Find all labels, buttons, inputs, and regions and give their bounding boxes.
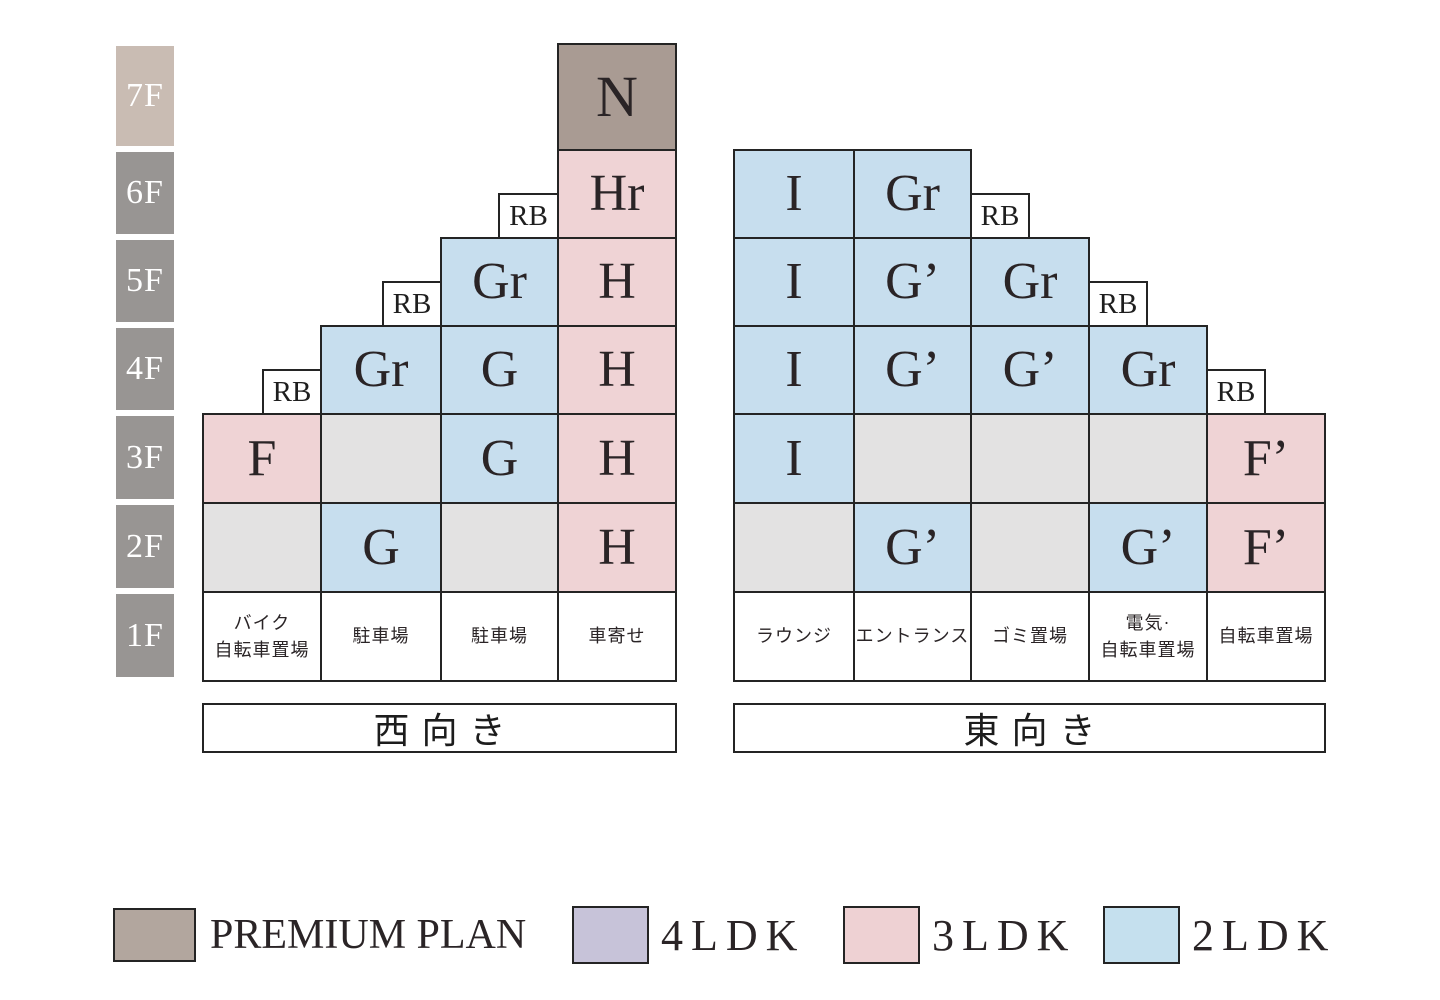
facility-cell-electric-bicycle-parking: 電気· 自転車置場: [1088, 591, 1208, 682]
legend-label-2ldk: 2LDK: [1192, 910, 1337, 960]
legend-label-premium-plan: PREMIUM PLAN: [210, 912, 527, 958]
common-empty-cell: [202, 502, 322, 593]
unit-cell-h-2f[interactable]: H: [557, 502, 677, 593]
facility-cell-car-parking: 駐車場: [440, 591, 559, 682]
direction-label-west: 西向き: [202, 703, 677, 753]
roof-balcony-box: RB: [1088, 281, 1148, 327]
unit-cell-fprime-3f[interactable]: F’: [1206, 413, 1326, 504]
floor-label-4f: 4F: [116, 328, 174, 410]
facility-cell-lounge: ラウンジ: [733, 591, 855, 682]
unit-cell-g-2f[interactable]: G: [320, 502, 442, 593]
legend-swatch-4ldk: [572, 906, 649, 964]
floor-label-7f: 7F: [116, 46, 174, 146]
floor-label-2f: 2F: [116, 505, 174, 588]
legend-swatch-3ldk: [843, 906, 920, 964]
floor-label-5f: 5F: [116, 240, 174, 322]
unit-cell-i-3f[interactable]: I: [733, 413, 855, 504]
unit-cell-gprime-5f[interactable]: G’: [853, 237, 972, 327]
unit-cell-gr-5f[interactable]: Gr: [440, 237, 559, 327]
unit-cell-i-6f[interactable]: I: [733, 149, 855, 239]
facility-cell-bicycle-parking: 自転車置場: [1206, 591, 1326, 682]
roof-balcony-box: RB: [1206, 369, 1266, 415]
unit-cell-n-7f[interactable]: N: [557, 43, 677, 151]
unit-cell-h-3f[interactable]: H: [557, 413, 677, 504]
unit-cell-gprime-4f[interactable]: G’: [853, 325, 972, 415]
unit-cell-gr-5f[interactable]: Gr: [970, 237, 1090, 327]
facility-cell-car-parking: 駐車場: [320, 591, 442, 682]
unit-cell-gr-6f[interactable]: Gr: [853, 149, 972, 239]
roof-balcony-box: RB: [382, 281, 442, 327]
floor-label-1f: 1F: [116, 594, 174, 677]
direction-label-east: 東向き: [733, 703, 1326, 753]
floor-label-3f: 3F: [116, 416, 174, 499]
common-empty-cell: [1088, 413, 1208, 504]
facility-cell-entrance: エントランス: [853, 591, 972, 682]
unit-cell-i-5f[interactable]: I: [733, 237, 855, 327]
unit-cell-gprime-2f[interactable]: G’: [1088, 502, 1208, 593]
unit-cell-gr-4f[interactable]: Gr: [320, 325, 442, 415]
facility-cell-drive-up-area: 車寄せ: [557, 591, 677, 682]
common-empty-cell: [970, 502, 1090, 593]
unit-cell-f-3f[interactable]: F: [202, 413, 322, 504]
unit-cell-gr-4f[interactable]: Gr: [1088, 325, 1208, 415]
unit-cell-g-3f[interactable]: G: [440, 413, 559, 504]
common-empty-cell: [320, 413, 442, 504]
roof-balcony-box: RB: [970, 193, 1030, 239]
unit-cell-i-4f[interactable]: I: [733, 325, 855, 415]
common-empty-cell: [440, 502, 559, 593]
unit-cell-gprime-2f[interactable]: G’: [853, 502, 972, 593]
legend-swatch-2ldk: [1103, 906, 1180, 964]
common-empty-cell: [733, 502, 855, 593]
common-empty-cell: [970, 413, 1090, 504]
facility-cell-garbage-area: ゴミ置場: [970, 591, 1090, 682]
unit-cell-g-4f[interactable]: G: [440, 325, 559, 415]
legend-swatch-premium-plan: [113, 908, 196, 962]
legend-label-3ldk: 3LDK: [932, 910, 1077, 960]
floor-label-6f: 6F: [116, 152, 174, 234]
legend-label-4ldk: 4LDK: [661, 910, 806, 960]
unit-cell-h-4f[interactable]: H: [557, 325, 677, 415]
unit-cell-fprime-2f[interactable]: F’: [1206, 502, 1326, 593]
facility-cell-bike-bicycle-parking: バイク 自転車置場: [202, 591, 322, 682]
roof-balcony-box: RB: [262, 369, 322, 415]
unit-cell-h-5f[interactable]: H: [557, 237, 677, 327]
unit-cell-hr-6f[interactable]: Hr: [557, 149, 677, 239]
unit-cell-gprime-4f[interactable]: G’: [970, 325, 1090, 415]
roof-balcony-box: RB: [498, 193, 559, 239]
common-empty-cell: [853, 413, 972, 504]
